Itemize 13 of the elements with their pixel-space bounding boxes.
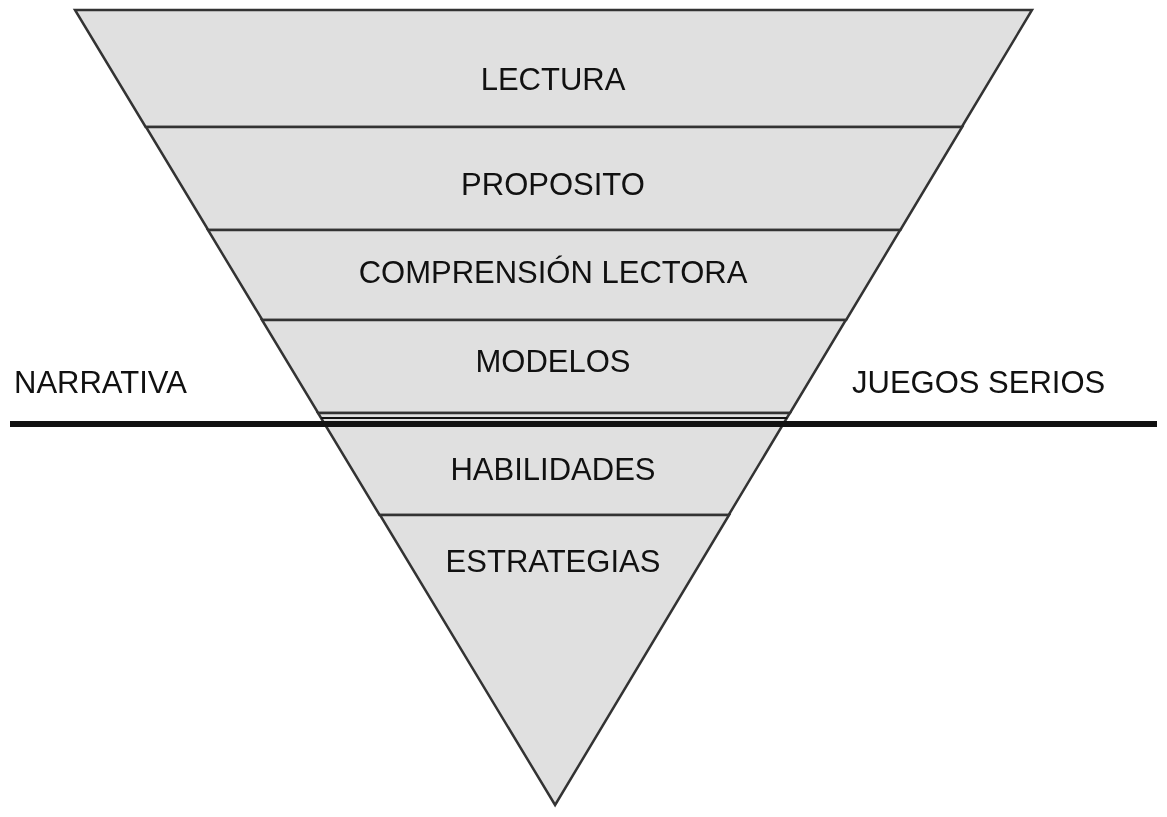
band-label: PROPOSITO bbox=[461, 167, 645, 203]
band-label: HABILIDADES bbox=[450, 452, 656, 488]
pyramid-band bbox=[75, 10, 1032, 127]
pyramid-band bbox=[207, 230, 900, 320]
pyramid-band bbox=[318, 413, 791, 515]
pyramid-band bbox=[262, 320, 846, 413]
side-label: NARRATIVA bbox=[14, 365, 187, 401]
side-label: JUEGOS SERIOS bbox=[852, 365, 1106, 401]
band-label: COMPRENSIÓN LECTORA bbox=[358, 255, 748, 291]
band-label: MODELOS bbox=[475, 344, 631, 380]
band-label: ESTRATEGIAS bbox=[445, 544, 661, 580]
pyramid-band bbox=[145, 127, 962, 230]
band-label: LECTURA bbox=[480, 62, 626, 98]
